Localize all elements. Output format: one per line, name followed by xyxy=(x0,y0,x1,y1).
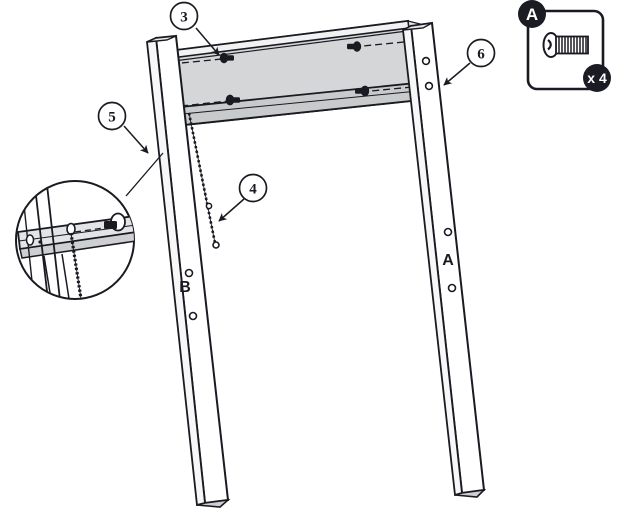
panel-bolt-upper-left xyxy=(163,52,234,67)
left-leg-hole-lower xyxy=(188,311,198,321)
callout-5-label: 5 xyxy=(108,110,116,126)
callout-5-detail-link xyxy=(125,152,164,197)
panel-bolt-lower-left xyxy=(173,94,240,109)
hardware-callout-box[interactable]: A x 4 xyxy=(518,0,611,92)
bolt-thread-lines xyxy=(558,37,587,53)
threaded-rod-guide xyxy=(188,112,216,244)
left-leg-label-B: B xyxy=(179,279,191,296)
top-panel-bottom-rail-line xyxy=(171,90,419,116)
callout-4-circle xyxy=(238,173,268,203)
callout-3-circle xyxy=(169,1,199,31)
left-leg-top-cap xyxy=(146,35,177,43)
threaded-rod-end-eyelet xyxy=(212,241,220,249)
callout-4-leader xyxy=(218,198,245,222)
callout-6-label: 6 xyxy=(477,47,485,63)
callout-6-leader xyxy=(443,62,471,86)
callout-3-leader xyxy=(195,27,220,56)
top-panel-group xyxy=(159,19,425,128)
callout-6-circle xyxy=(466,38,496,68)
left-leg-hole-upper xyxy=(184,268,194,278)
bolt-head-slot xyxy=(547,39,552,51)
detail-leg-lower-edge-b xyxy=(61,253,71,299)
callout-5-circle xyxy=(97,101,127,131)
detail-leg-edge-outer xyxy=(33,181,49,299)
detail-rod-eyelet xyxy=(66,222,76,236)
hardware-letter-label: A xyxy=(526,5,538,24)
callout-3-label: 3 xyxy=(180,10,188,26)
right-leg-label-A: A xyxy=(442,252,454,269)
hardware-qty-label: x 4 xyxy=(587,70,607,86)
callout-4[interactable]: 4 xyxy=(218,173,268,222)
detail-panel-rail-underside xyxy=(19,231,134,259)
callout-4-label: 4 xyxy=(249,182,257,198)
top-panel-inner-edge-top xyxy=(165,30,408,63)
detail-side-hole-dot xyxy=(38,240,42,244)
detail-magnifier-contents xyxy=(17,181,134,299)
threaded-rod-mid-eyelet xyxy=(205,202,213,210)
callout-5[interactable]: 5 xyxy=(97,101,164,197)
left-leg-bottom-cap xyxy=(196,498,231,508)
hardware-qty-badge xyxy=(583,64,611,92)
panel-bolt-upper-right xyxy=(347,41,405,52)
right-leg-hole-top-2 xyxy=(424,81,434,91)
hardware-bolt-illustration xyxy=(542,32,589,58)
hardware-letter-badge xyxy=(518,0,546,28)
detail-bolt-dashline xyxy=(74,227,105,233)
right-leg-hole-upper xyxy=(443,227,453,237)
right-leg-hole-top-1 xyxy=(421,56,431,66)
threaded-rod-group xyxy=(187,112,220,249)
right-leg-group: A xyxy=(402,21,487,498)
right-leg-hole-lower xyxy=(447,283,457,293)
detail-leg-edge-inner xyxy=(45,181,61,299)
right-leg-top-cap xyxy=(402,22,433,31)
panel-bolt-lower-right xyxy=(355,85,413,97)
callout-3[interactable]: 3 xyxy=(169,1,220,56)
callout-6[interactable]: 6 xyxy=(443,38,496,86)
right-leg-bottom-cap xyxy=(454,488,487,498)
detail-bolt-shaft xyxy=(104,221,117,229)
detail-magnifier-group xyxy=(15,180,135,300)
detail-side-hole xyxy=(25,234,35,246)
callout-5-leader xyxy=(123,125,149,154)
